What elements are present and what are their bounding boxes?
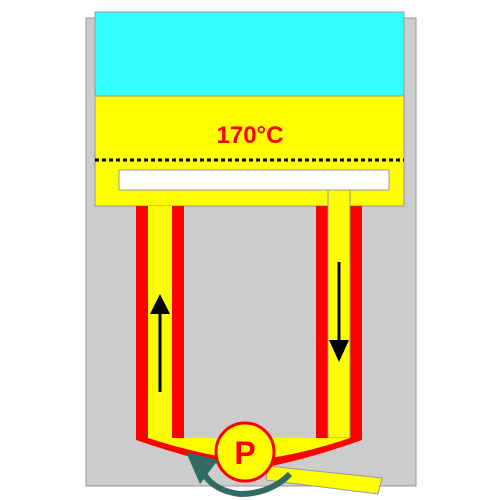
arrow-down-icon: [329, 262, 349, 362]
rotation-arrow-icon: [186, 452, 293, 498]
temperature-label: 170°C: [217, 122, 284, 149]
pump-icon: [214, 421, 276, 483]
inlet-pipe-icon: [265, 465, 383, 495]
pump-label: P: [234, 435, 255, 471]
arrow-up-icon: [150, 294, 170, 392]
inner-slot: [118, 169, 390, 191]
cyan-fluid-layer: [94, 11, 405, 97]
